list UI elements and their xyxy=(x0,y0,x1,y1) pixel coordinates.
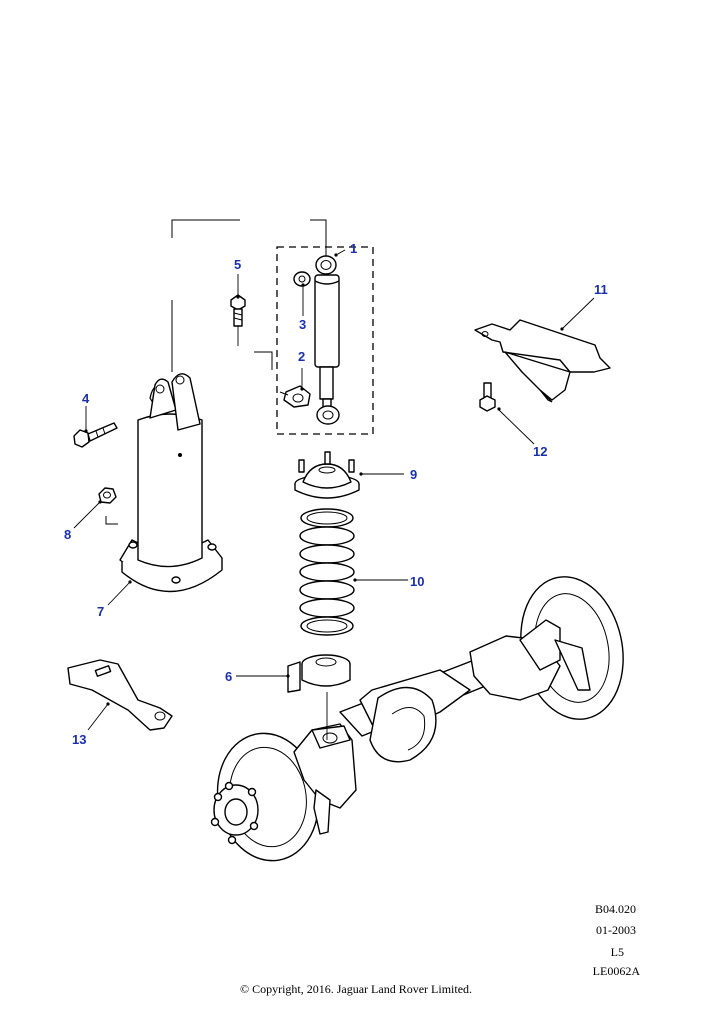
upper-bush xyxy=(293,271,311,287)
callout-3[interactable]: 3 xyxy=(299,317,306,332)
callout-10[interactable]: 10 xyxy=(410,574,424,589)
copyright-notice: © Copyright, 2016. Jaguar Land Rover Lim… xyxy=(240,982,472,996)
ref-code: B04.020 xyxy=(595,902,636,916)
callout-9[interactable]: 9 xyxy=(410,467,417,482)
shock-kit-dashed-box xyxy=(276,246,374,435)
bolt-12 xyxy=(479,382,496,412)
callout-5[interactable]: 5 xyxy=(234,257,241,272)
spring-turret xyxy=(119,373,223,593)
callout-7[interactable]: 7 xyxy=(97,604,104,619)
callout-4[interactable]: 4 xyxy=(82,391,90,406)
bolt-4 xyxy=(73,422,118,448)
assembly-bracket-lines xyxy=(171,219,327,372)
lower-spring-seat xyxy=(287,654,351,693)
shock-absorber-group xyxy=(276,246,374,435)
coil-spring xyxy=(299,508,355,636)
nut-8 xyxy=(98,487,117,504)
leader-lines xyxy=(73,249,595,740)
rear-axle xyxy=(210,576,624,862)
callout-13[interactable]: 13 xyxy=(72,732,86,747)
callout-11[interactable]: 11 xyxy=(594,282,608,297)
ref-date: 01-2003 xyxy=(596,923,636,937)
lower-bush xyxy=(279,385,311,408)
bracket-11 xyxy=(474,319,611,403)
ref-illustration-id: LE0062A xyxy=(593,964,641,978)
callout-2[interactable]: 2 xyxy=(298,349,305,364)
ref-level: L5 xyxy=(611,945,624,959)
callout-1[interactable]: 1 xyxy=(350,241,357,256)
bracket-13 xyxy=(67,659,173,731)
callout-12[interactable]: 12 xyxy=(533,444,547,459)
upper-spring-seat xyxy=(294,451,360,499)
bolt-5 xyxy=(230,294,246,327)
callout-6[interactable]: 6 xyxy=(225,669,232,684)
bracket-mark-8 xyxy=(105,516,118,525)
callout-8[interactable]: 8 xyxy=(64,527,71,542)
shock-absorber xyxy=(314,255,340,425)
